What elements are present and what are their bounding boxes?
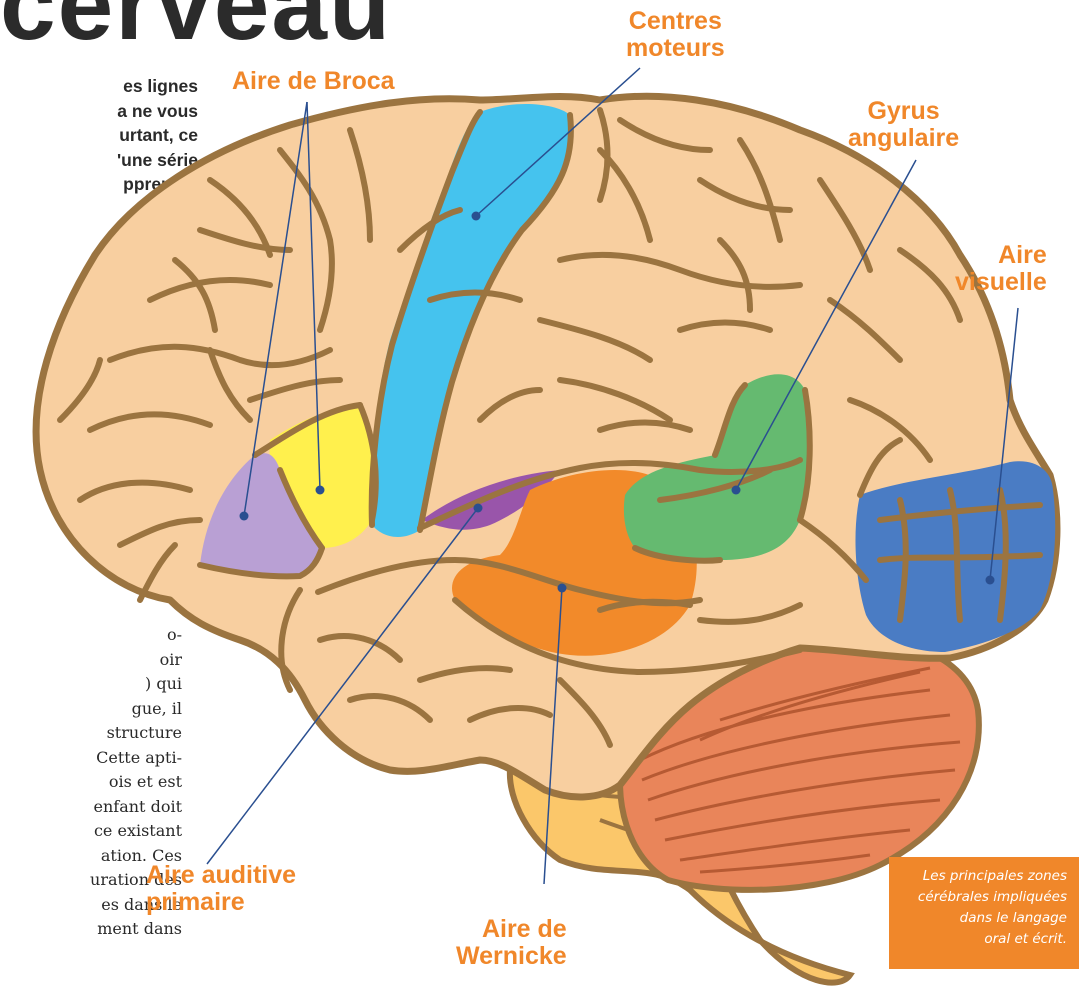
label-aire-visuelle: Aire visuelle [955, 242, 1047, 296]
body-line: oir [0, 648, 182, 673]
label-line: Aire auditive [146, 862, 296, 889]
label-aire-de-broca: Aire de Broca [232, 68, 395, 95]
body-line: ois et est [0, 770, 182, 795]
label-line: Centres [626, 8, 725, 35]
dot-gyrus [732, 486, 741, 495]
label-line: visuelle [955, 269, 1047, 296]
figure-caption: Les principales zones cérébrales impliqu… [889, 857, 1079, 969]
body-line: structure [0, 721, 182, 746]
label-aire-auditive-primaire: Aire auditive primaire [146, 862, 296, 916]
dot-wernicke [558, 584, 567, 593]
body-line: gue, il [0, 697, 182, 722]
body-line: enfant doit [0, 795, 182, 820]
body-line: o- [0, 623, 182, 648]
caption-line: Les principales zones [901, 866, 1067, 887]
body-line: ) qui [0, 672, 182, 697]
label-line: Aire de [456, 916, 567, 943]
caption-line: dans le langage [901, 908, 1067, 929]
label-gyrus-angulaire: Gyrus angulaire [848, 98, 959, 152]
caption-line: cérébrales impliquées [901, 887, 1067, 908]
label-line: angulaire [848, 125, 959, 152]
dot-broca-purple [240, 512, 249, 521]
dot-auditive [474, 504, 483, 513]
caption-line: oral et écrit. [901, 929, 1067, 950]
dot-broca-yellow [316, 486, 325, 495]
label-line: moteurs [626, 35, 725, 62]
body-line: ce existant [0, 819, 182, 844]
dot-moteurs [472, 212, 481, 221]
body-line: ment dans [0, 917, 182, 942]
label-centres-moteurs: Centres moteurs [626, 8, 725, 62]
label-line: primaire [146, 889, 296, 916]
label-aire-de-wernicke: Aire de Wernicke [456, 916, 567, 970]
label-line: Aire de Broca [232, 68, 395, 95]
label-line: Gyrus [848, 98, 959, 125]
label-line: Aire [955, 242, 1047, 269]
body-line: Cette apti- [0, 746, 182, 771]
dot-visuelle [986, 576, 995, 585]
label-line: Wernicke [456, 943, 567, 970]
